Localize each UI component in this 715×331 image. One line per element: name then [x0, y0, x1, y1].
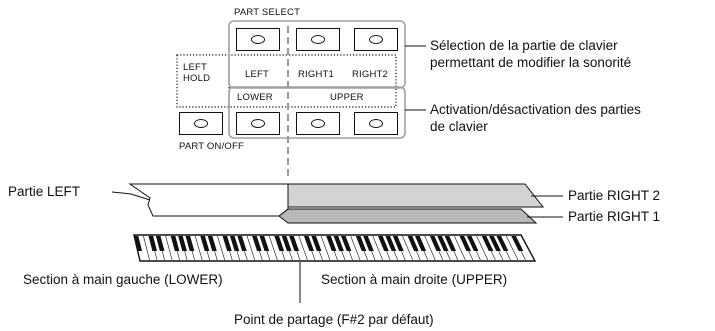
- part-on-off-bracket: [228, 86, 406, 139]
- left-part-leader: [111, 191, 151, 201]
- on-off-annotation-line2: de clavier: [430, 119, 488, 134]
- led-icon: [251, 119, 265, 128]
- black-key: [133, 236, 143, 251]
- white-key-divider: [320, 235, 331, 261]
- black-key: [415, 236, 427, 251]
- right2-part-shape: [287, 183, 545, 208]
- led-icon: [251, 35, 265, 44]
- left-hold-button[interactable]: [179, 112, 223, 135]
- led-icon: [311, 35, 325, 44]
- right2-label: RIGHT2: [352, 69, 389, 80]
- black-key: [444, 236, 457, 251]
- black-key: [207, 236, 217, 251]
- white-key-divider: [268, 235, 278, 261]
- right1-part-shape: [278, 208, 538, 224]
- black-key: [341, 236, 352, 251]
- led-icon: [369, 35, 383, 44]
- upper-section-label: Section à main droite (UPPER): [321, 272, 508, 287]
- black-key: [326, 236, 337, 251]
- black-key: [511, 236, 524, 251]
- black-key: [148, 236, 158, 251]
- black-key: [392, 236, 404, 251]
- lower-label: LOWER: [237, 92, 273, 103]
- right2-part-label: Partie RIGHT 2: [568, 188, 661, 203]
- right1-label: RIGHT1: [298, 69, 335, 80]
- white-key-divider: [165, 235, 173, 261]
- white-key-divider: [505, 235, 519, 261]
- black-key: [185, 236, 195, 251]
- piano-keyboard: [133, 234, 537, 262]
- right1-part-select-button[interactable]: [296, 28, 340, 51]
- white-key-divider: [476, 235, 489, 261]
- black-key: [429, 236, 442, 251]
- black-key: [222, 236, 232, 251]
- white-key-divider: [402, 235, 413, 261]
- black-key: [252, 236, 262, 251]
- upper-label: UPPER: [330, 92, 364, 103]
- led-icon: [194, 119, 208, 128]
- part-select-dotted-frame: [176, 54, 397, 108]
- led-icon: [311, 119, 325, 128]
- black-key: [385, 236, 397, 251]
- lower-section-label: Section à main gauche (LOWER): [23, 272, 223, 287]
- part-select-label: PART SELECT: [234, 7, 301, 18]
- piano-keys: [133, 235, 526, 261]
- split-point-label: Point de partage (F#2 par défaut): [234, 312, 434, 327]
- left-hold-label-line1: LEFT: [183, 62, 208, 73]
- black-key: [459, 236, 471, 251]
- black-key: [311, 236, 322, 251]
- black-key: [178, 236, 187, 251]
- white-key-divider: [372, 235, 383, 261]
- black-key: [466, 236, 479, 251]
- black-key: [333, 236, 344, 251]
- black-key: [281, 236, 292, 251]
- black-key: [378, 236, 389, 251]
- black-key: [155, 236, 165, 251]
- black-key: [274, 236, 285, 251]
- black-key: [363, 236, 374, 251]
- on-off-annotation-line1: Activation/désactivation des parties: [430, 102, 641, 117]
- left-label: LEFT: [245, 69, 270, 80]
- black-key: [355, 236, 367, 251]
- led-icon: [369, 119, 383, 128]
- white-key-divider: [350, 235, 361, 261]
- black-key: [489, 236, 501, 251]
- left-part-shape: [128, 183, 289, 217]
- part-select-annotation-line1: Sélection de la partie de clavier: [430, 38, 618, 53]
- right2-part-on-off-button[interactable]: [354, 112, 398, 135]
- white-key-divider: [246, 235, 256, 261]
- white-key-divider: [143, 235, 150, 261]
- white-key-divider: [424, 235, 436, 261]
- white-key-divider: [217, 235, 225, 261]
- part-select-bracket: [228, 20, 406, 89]
- right1-part-on-off-button[interactable]: [296, 112, 340, 135]
- black-key: [437, 236, 449, 251]
- right1-part-label: Partie RIGHT 1: [568, 209, 661, 224]
- black-key: [303, 236, 314, 251]
- part-on-off-label: PART ON/OFF: [179, 141, 245, 152]
- white-key-divider: [194, 235, 203, 261]
- black-key: [289, 236, 300, 251]
- black-key: [229, 236, 240, 251]
- black-key: [481, 236, 494, 251]
- left-part-label: Partie LEFT: [8, 184, 81, 199]
- white-key-divider: [454, 235, 466, 261]
- black-key: [496, 236, 509, 251]
- white-key-divider: [298, 235, 308, 261]
- left-hold-label-line2: HOLD: [183, 73, 211, 84]
- right2-part-select-button[interactable]: [354, 28, 398, 51]
- black-key: [259, 236, 270, 251]
- black-key: [170, 236, 180, 251]
- black-key: [407, 236, 419, 251]
- black-key: [200, 236, 210, 251]
- left-part-select-button[interactable]: [236, 28, 280, 51]
- part-select-annotation-line2: permettant de modifier la sonorité: [430, 55, 632, 70]
- black-key: [237, 236, 247, 251]
- left-part-on-off-button[interactable]: [236, 112, 280, 135]
